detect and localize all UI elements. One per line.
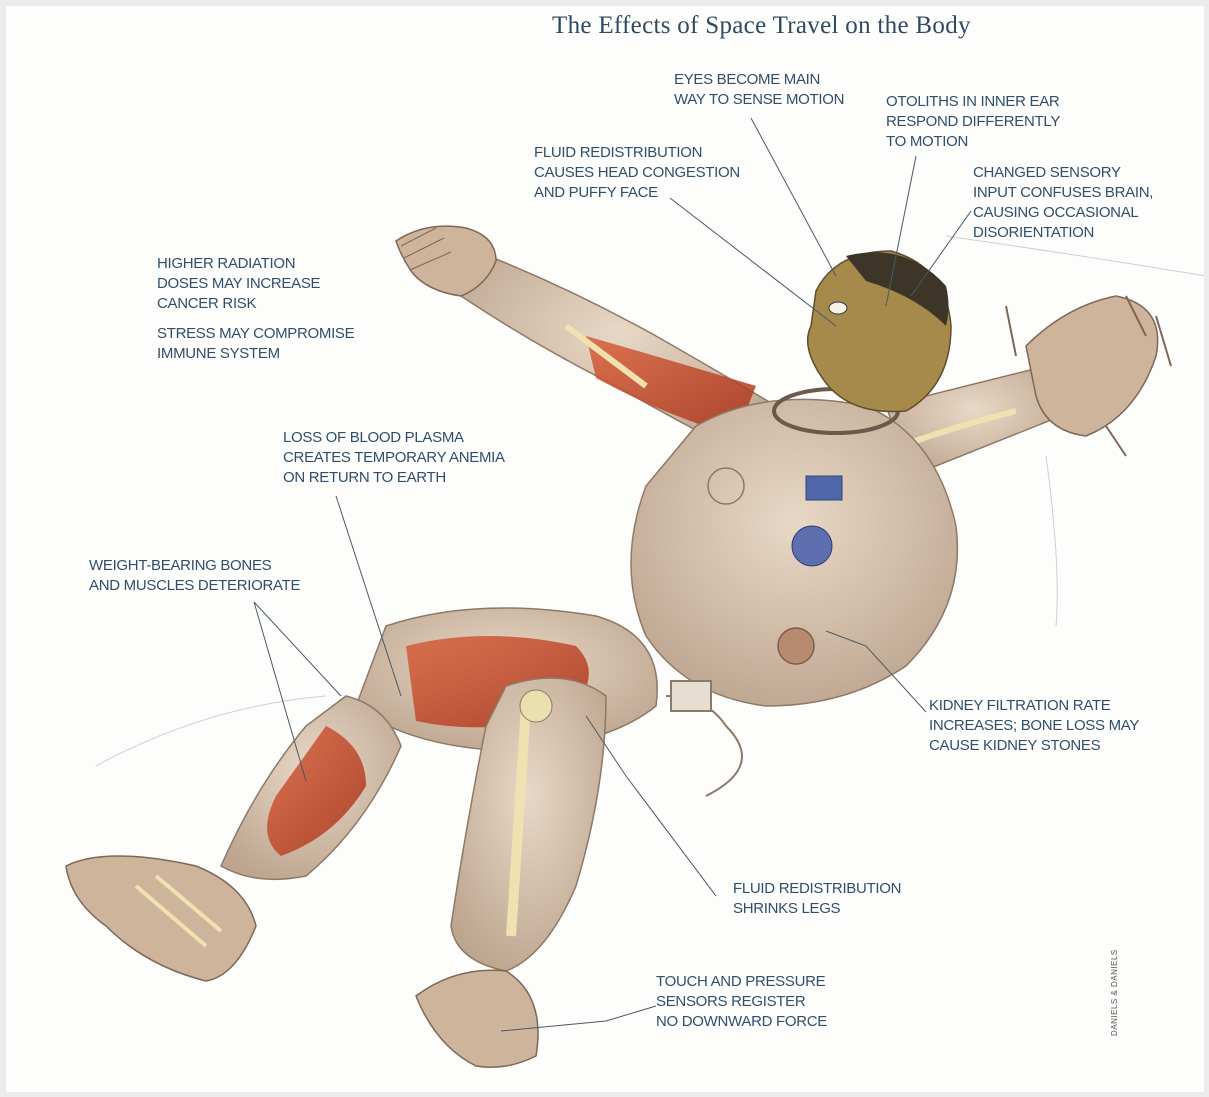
callout-eyes-line: EYES BECOME MAIN [674,70,844,90]
callout-sensory-line: DISORIENTATION [973,223,1153,243]
callout-otoliths: OTOLITHS IN INNER EAR RESPOND DIFFERENTL… [886,92,1060,152]
leader-fluid-legs [586,716,716,896]
callout-touch-line: NO DOWNWARD FORCE [656,1012,827,1032]
callout-touch-line: TOUCH AND PRESSURE [656,972,827,992]
illustration-frame: The Effects of Space Travel on the Body … [6,6,1204,1092]
leader-bones-a [254,602,341,696]
callout-otoliths-line: TO MOTION [886,132,1060,152]
callout-otoliths-line: RESPOND DIFFERENTLY [886,112,1060,132]
callout-kidney-line: INCREASES; BONE LOSS MAY [929,716,1139,736]
right-boot [416,970,538,1067]
page-title: The Effects of Space Travel on the Body [552,12,971,40]
callout-sensory: CHANGED SENSORY INPUT CONFUSES BRAIN, CA… [973,163,1153,243]
callout-fluid-head-line: CAUSES HEAD CONGESTION [534,163,740,183]
callout-stress: STRESS MAY COMPROMISE IMMUNE SYSTEM [157,324,354,364]
callout-fluid-head: FLUID REDISTRIBUTION CAUSES HEAD CONGEST… [534,143,740,203]
kidney-detail [778,628,814,664]
callout-bones-line: WEIGHT-BEARING BONES [89,556,300,576]
callout-radiation-line: HIGHER RADIATION [157,254,320,274]
callout-otoliths-line: OTOLITHS IN INNER EAR [886,92,1060,112]
callout-sensory-line: CHANGED SENSORY [973,163,1153,183]
artist-credit: DANIELS & DANIELS [1110,949,1119,1036]
torso [631,399,957,706]
leader-plasma [336,496,401,696]
callout-plasma-line: LOSS OF BLOOD PLASMA [283,428,505,448]
leader-fluid-head [670,198,836,326]
callout-radiation-line: DOSES MAY INCREASE [157,274,320,294]
callout-eyes-line: WAY TO SENSE MOTION [674,90,844,110]
callout-fluid-head-line: FLUID REDISTRIBUTION [534,143,740,163]
callout-stress-line: STRESS MAY COMPROMISE [157,324,354,344]
callout-bones-line: AND MUSCLES DETERIORATE [89,576,300,596]
callout-sensory-line: INPUT CONFUSES BRAIN, [973,183,1153,203]
callout-radiation-line: CANCER RISK [157,294,320,314]
callout-eyes: EYES BECOME MAIN WAY TO SENSE MOTION [674,70,844,110]
callout-fluid-legs-line: SHRINKS LEGS [733,899,901,919]
callout-kidney: KIDNEY FILTRATION RATE INCREASES; BONE L… [929,696,1139,756]
callout-touch: TOUCH AND PRESSURE SENSORS REGISTER NO D… [656,972,827,1032]
callout-bones: WEIGHT-BEARING BONES AND MUSCLES DETERIO… [89,556,300,596]
callout-fluid-legs-line: FLUID REDISTRIBUTION [733,879,901,899]
callout-kidney-line: CAUSE KIDNEY STONES [929,736,1139,756]
leader-bones-b [254,602,306,781]
left-boot [66,856,256,981]
flag-patch [806,476,842,500]
callout-plasma: LOSS OF BLOOD PLASMA CREATES TEMPORARY A… [283,428,505,488]
callout-touch-line: SENSORS REGISTER [656,992,827,1012]
nasa-patch [792,526,832,566]
callout-sensory-line: CAUSING OCCASIONAL [973,203,1153,223]
callout-plasma-line: ON RETURN TO EARTH [283,468,505,488]
callout-kidney-line: KIDNEY FILTRATION RATE [929,696,1139,716]
left-lower-leg [221,696,401,879]
callout-radiation: HIGHER RADIATION DOSES MAY INCREASE CANC… [157,254,320,314]
leader-eyes [751,118,836,276]
callout-plasma-line: CREATES TEMPORARY ANEMIA [283,448,505,468]
callout-stress-line: IMMUNE SYSTEM [157,344,354,364]
callout-fluid-head-line: AND PUFFY FACE [534,183,740,203]
callout-fluid-legs: FLUID REDISTRIBUTION SHRINKS LEGS [733,879,901,919]
